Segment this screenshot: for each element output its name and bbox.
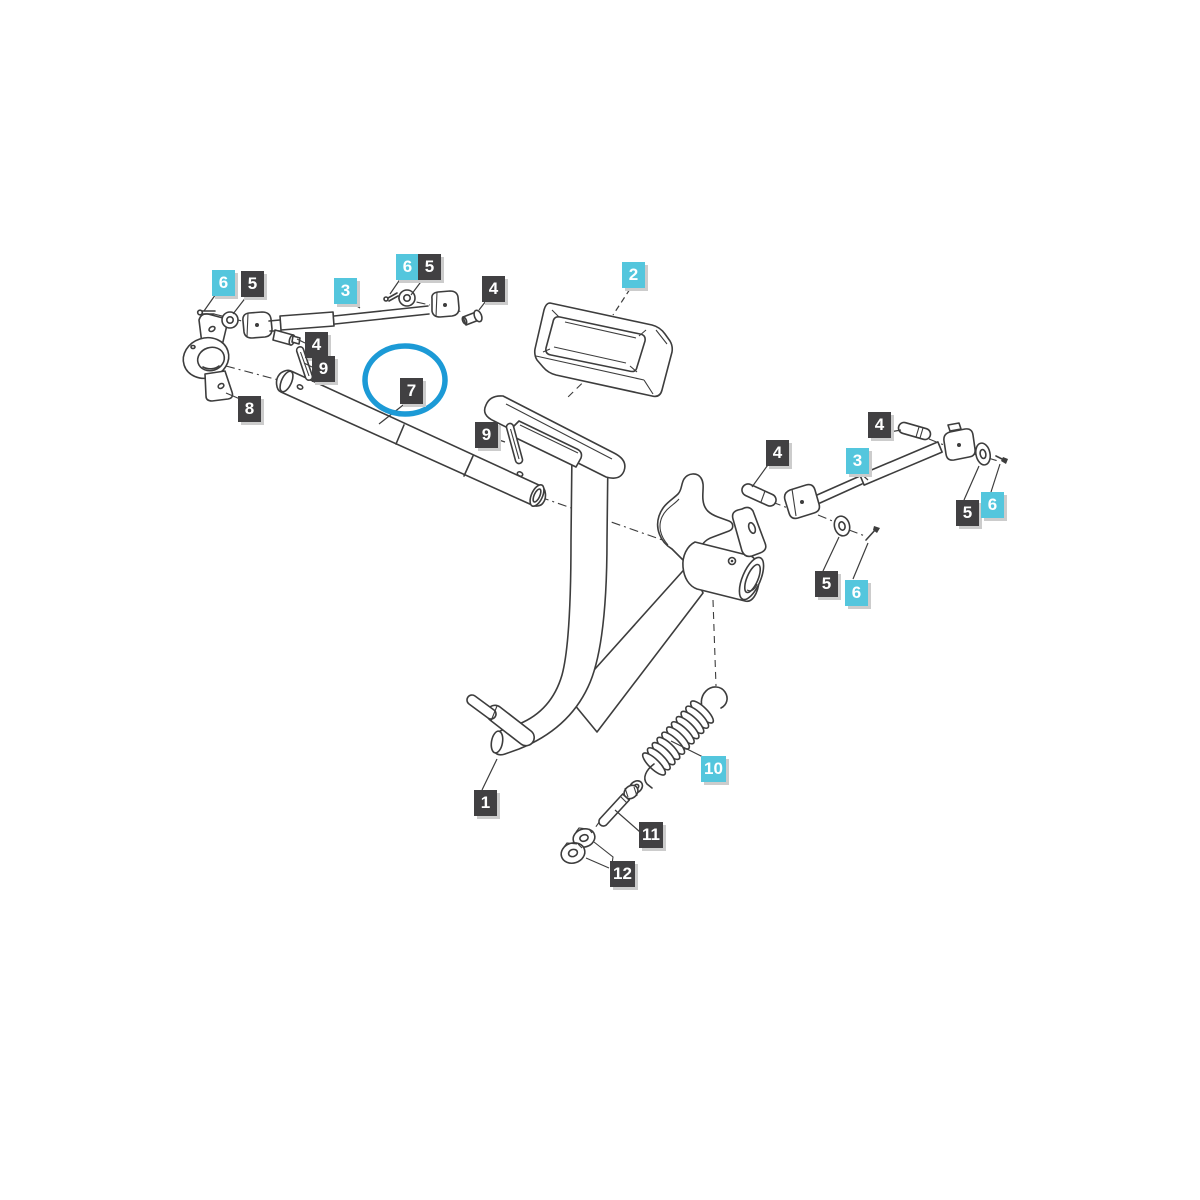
callout-4[interactable]: 4 [868,412,891,438]
callout-6[interactable]: 6 [212,270,235,296]
cotter-pin-right [995,455,1008,464]
pawl-link-bracket [731,506,767,558]
callout-11[interactable]: 11 [639,822,663,848]
return-spring [628,686,728,794]
washer-bottom [833,515,851,537]
callout-4[interactable]: 4 [482,276,505,302]
washer-right [974,442,992,466]
cotter-pin-left [196,309,216,316]
callout-9[interactable]: 9 [312,356,335,382]
clevis-pin-right-mid [741,483,777,507]
callout-12[interactable]: 12 [610,861,635,887]
callout-2[interactable]: 2 [622,262,645,288]
callout-6[interactable]: 6 [981,492,1004,518]
roll-pin-plate [505,422,524,465]
spring-rod [598,784,639,827]
cross-shaft [275,369,547,508]
pedal-arm [466,445,609,756]
clevis-pin-mid-left [272,329,301,346]
cotter-pin-bottom [865,526,880,541]
callout-5[interactable]: 5 [418,254,441,280]
pedal-hub [682,541,765,603]
callout-6[interactable]: 6 [396,254,419,280]
clevis-pin-top [461,309,483,326]
callout-7[interactable]: 7 [400,378,423,404]
callout-5[interactable]: 5 [241,271,264,297]
callout-5[interactable]: 5 [815,571,838,597]
clevis-pin-right-top [897,421,932,441]
pedal-plate [483,395,626,479]
lock-nuts [560,827,614,869]
washer-left [221,311,239,329]
cotter-pin-top [383,292,399,302]
shaft-support-bracket [182,313,234,402]
pedal-pad [533,302,674,398]
highlight-circle [362,343,448,417]
callout-4[interactable]: 4 [305,332,328,358]
callout-8[interactable]: 8 [238,396,261,422]
callout-3[interactable]: 3 [334,278,357,304]
callout-9[interactable]: 9 [475,422,498,448]
callout-4[interactable]: 4 [766,440,789,466]
tie-rod-left [242,290,460,339]
callout-1[interactable]: 1 [474,790,497,816]
callout-3[interactable]: 3 [846,448,869,474]
callout-10[interactable]: 10 [701,756,726,782]
callout-6[interactable]: 6 [845,580,868,606]
tie-rod-right [783,422,976,520]
callout-5[interactable]: 5 [956,500,979,526]
